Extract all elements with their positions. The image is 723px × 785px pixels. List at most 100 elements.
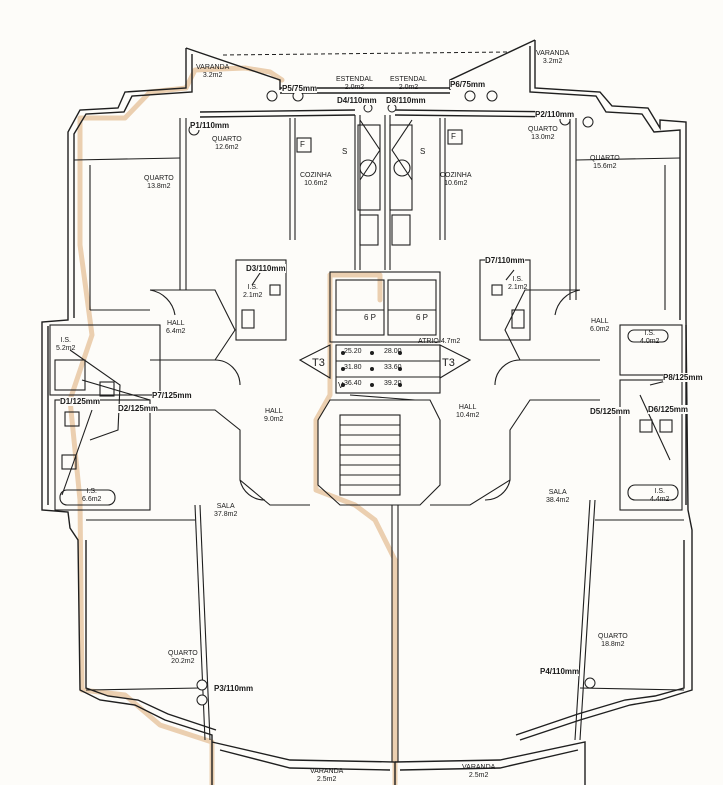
room-area: 5.2m2: [56, 345, 76, 352]
room-area: 6.0m2: [590, 326, 610, 333]
room-area: 10.4m2: [456, 412, 480, 419]
room-name: I.S.: [654, 488, 665, 495]
pipe-d5: D5/125mm: [590, 407, 631, 416]
room-name: QUARTO: [168, 650, 198, 657]
room-name: COZINHA: [300, 172, 332, 179]
level-2: 28.00: [384, 348, 402, 355]
interior-walls: [49, 115, 691, 762]
room-area: 2.1m2: [243, 292, 263, 299]
pipe-d7: D7/110mm: [485, 256, 525, 265]
room-atrio: ATRIO 4.7m2: [418, 338, 460, 345]
level-3: 31.80: [344, 364, 362, 371]
room-area: 38.4m2: [546, 497, 570, 504]
room-name: I.S.: [86, 488, 97, 495]
mark-s-kitchen-left: S: [342, 147, 348, 156]
room-name: SALA: [548, 489, 567, 496]
room-area: 2.1m2: [508, 284, 528, 291]
room-name: ATRIO: [418, 338, 439, 345]
pipe-p7: P7/125mm: [152, 391, 192, 400]
room-area: 2.0m2: [344, 84, 365, 91]
room-is-left-1: I.S.2.1m2: [243, 284, 262, 300]
room-name: QUARTO: [528, 126, 558, 133]
mark-t3-left: T3: [312, 357, 325, 369]
room-name: HALL: [458, 404, 477, 411]
room-name: QUARTO: [212, 136, 242, 143]
room-area: 10.6m2: [444, 180, 468, 187]
room-is-right-3: I.S.4.4m2: [650, 488, 669, 504]
room-area: 6.4m2: [166, 328, 186, 335]
level-4: 33.60: [384, 364, 402, 371]
mark-v: V: [338, 381, 344, 390]
room-name: I.S.: [644, 330, 655, 337]
room-name: HALL: [264, 408, 283, 415]
pipe-p8: P8/125mm: [663, 373, 703, 382]
pipe-d2: D2/125mm: [118, 404, 159, 413]
room-area: 2.5m2: [316, 776, 337, 783]
mark-t3-right: T3: [442, 357, 455, 369]
pipe-p4: P4/110mm: [540, 667, 580, 676]
pipe-p5: P5/75mm: [282, 84, 318, 93]
room-name: VARANDA: [310, 768, 344, 775]
room-name: VARANDA: [536, 50, 570, 57]
room-area: 4.0m2: [640, 338, 660, 345]
room-area: 12.6m2: [215, 144, 239, 151]
room-name: HALL: [166, 320, 185, 327]
outer-walls: [41, 39, 693, 785]
room-name: SALA: [216, 503, 235, 510]
room-is-left-2: I.S.5.2m2: [56, 337, 75, 353]
mark-f-left: F: [300, 140, 305, 149]
pipe-p1: P1/110mm: [190, 121, 230, 130]
room-is-right-2: I.S.4.0m2: [640, 330, 659, 346]
room-name: COZINHA: [440, 172, 472, 179]
mark-f-right: F: [451, 132, 456, 141]
highlight-outline: [67, 65, 398, 785]
room-name: QUARTO: [590, 155, 620, 162]
room-area: 3.2m2: [542, 58, 563, 65]
pipe-markers: [188, 90, 596, 706]
room-area: 13.0m2: [531, 134, 555, 141]
room-area: 2.5m2: [468, 772, 489, 779]
room-is-right-1: I.S.2.1m2: [508, 276, 527, 292]
room-name: I.S.: [60, 337, 71, 344]
room-area: 4.4m2: [650, 496, 670, 503]
level-6: 39.20: [384, 380, 402, 387]
pipe-p3: P3/110mm: [214, 684, 254, 693]
room-area: 9.0m2: [264, 416, 284, 423]
room-name: VARANDA: [196, 64, 230, 71]
room-area: 2.0m2: [398, 84, 419, 91]
room-name: I.S.: [247, 284, 258, 291]
room-name: QUARTO: [598, 633, 628, 640]
mark-s-kitchen-right: S: [420, 147, 426, 156]
pipe-d6: D6/125mm: [648, 405, 689, 414]
room-area: 20.2m2: [171, 658, 195, 665]
level-1: 25.20: [344, 348, 362, 355]
pipe-d3: D3/110mm: [246, 264, 286, 273]
pipe-d1: D1/125mm: [60, 397, 101, 406]
room-area: 10.6m2: [304, 180, 328, 187]
pipe-p2: P2/110mm: [535, 110, 575, 119]
room-name: QUARTO: [144, 175, 174, 182]
room-area: 3.2m2: [202, 72, 223, 79]
room-is-left-3: I.S.6.6m2: [82, 488, 101, 504]
pipe-d4: D4/110mm: [337, 96, 377, 105]
room-name: ESTENDAL: [390, 76, 427, 83]
room-area: 37.8m2: [214, 511, 238, 518]
room-area: 6.6m2: [82, 496, 102, 503]
